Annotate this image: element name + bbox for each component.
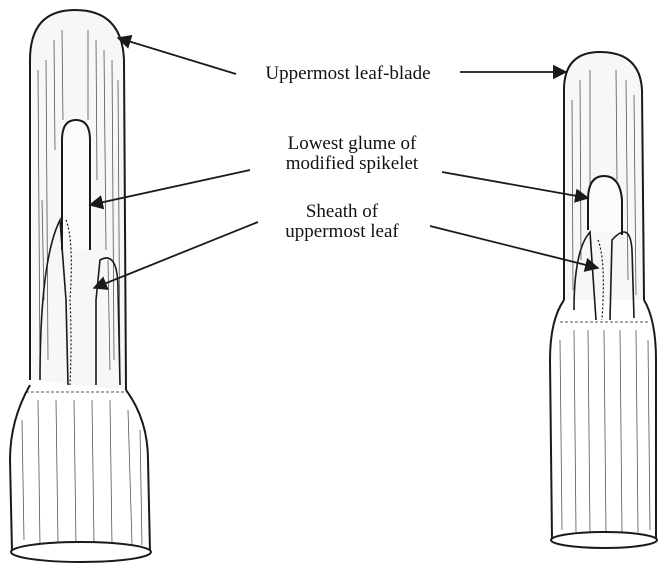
label-sheath-line1: Sheath of	[262, 202, 422, 222]
left-specimen	[10, 10, 151, 562]
label-sheath-line2: uppermost leaf	[262, 222, 422, 242]
label-glume-line2: modified spikelet	[252, 154, 452, 174]
right-specimen	[550, 52, 657, 548]
left-glume	[62, 120, 90, 250]
label-lowest-glume: Lowest glume of modified spikelet	[252, 134, 452, 174]
left-stem	[10, 385, 150, 552]
label-uppermost-leaf-blade: Uppermost leaf-blade	[236, 64, 460, 84]
label-glume-line1: Lowest glume of	[252, 134, 452, 154]
arrow-blade-left	[118, 38, 236, 74]
left-stem-base	[11, 542, 151, 562]
right-stem-base	[551, 532, 657, 548]
right-stem	[550, 300, 656, 540]
label-sheath: Sheath of uppermost leaf	[262, 202, 422, 242]
right-glume	[588, 176, 622, 235]
label-leaf-blade-text: Uppermost leaf-blade	[265, 63, 430, 84]
